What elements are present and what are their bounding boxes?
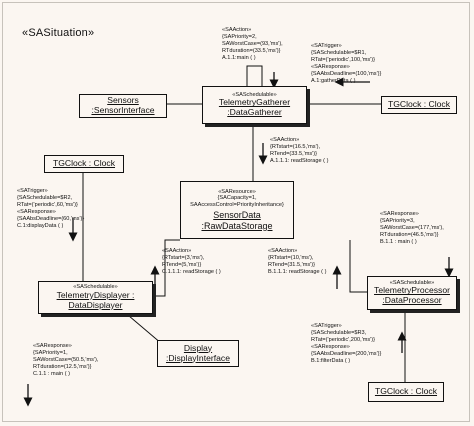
processor-type: :DataProcessor — [382, 295, 442, 306]
processor-name: TelemetryProcessor — [374, 285, 450, 296]
note-line: RTend=(5,'ms')} — [162, 262, 202, 268]
storage-type: :RawDataStorage — [201, 220, 273, 231]
tgclock-top-node[interactable]: TGClock : Clock — [381, 96, 457, 114]
note-line: A.1.1:main ( ) — [222, 55, 256, 61]
telemetry-gatherer-node[interactable]: «SASchedulable» TelemetryGatherer :DataG… — [202, 86, 307, 124]
processor-stereotype: «SASchedulable» — [389, 279, 435, 286]
telemetry-processor-node[interactable]: «SASchedulable» TelemetryProcessor :Data… — [367, 276, 457, 310]
note-line: «SAResponse» — [17, 209, 56, 215]
display-name: Display — [183, 342, 213, 353]
displayer-name: TelemetryDisplayer : — [56, 289, 135, 300]
display-type: :DisplayInterface — [165, 352, 230, 363]
sensors-name: Sensors — [107, 95, 139, 106]
note-line: {RTstart=(3,'ms'), — [162, 255, 205, 261]
note-line: {SASchedulable=$R3, — [311, 330, 367, 336]
gatherer-stereotype: «SASchedulable» — [232, 91, 277, 98]
displayer-stereotype: «SASchedulable» — [73, 284, 118, 291]
note-processor-trigger: «SATrigger» {SASchedulable=$R3, RTat=('p… — [311, 323, 381, 365]
tgclock-left-label: TGClock : Clock — [52, 158, 116, 169]
tgclock-bottom-node[interactable]: TGClock : Clock — [368, 382, 444, 402]
note-displayer-trigger: «SATrigger» {SASchedulable=$R2, RTat=('p… — [17, 188, 84, 230]
note-line: RTduration=(46.5,'ms')} — [380, 232, 439, 238]
note-store-action-right: «SAAction» {RTstart=(10,'ms'), RTend=(31… — [268, 248, 326, 276]
note-line: RTat=('periodic',60,'ms')} — [17, 202, 78, 208]
note-line: C.1.1 : main ( ) — [33, 371, 70, 377]
storage-stereotype: «SAResource» — [218, 189, 256, 196]
note-line: «SAAction» — [270, 137, 300, 143]
diagram-frame — [2, 2, 470, 422]
note-line: B.1.1 : main ( ) — [380, 239, 417, 245]
note-line: «SAResponse» — [33, 343, 72, 349]
note-line: «SAResponse» — [311, 64, 350, 70]
note-line: C.1.1.1: readStorage ( ) — [162, 269, 221, 275]
note-displayer-response: «SAResponse» {SAPriority=1, SAWorstCase=… — [33, 343, 98, 378]
note-line: «SATrigger» — [311, 43, 342, 49]
sensors-type: :SensorInterface — [91, 105, 155, 115]
note-line: {SASchedulable=$R2, — [17, 195, 73, 201]
note-line: RTduration=(33.5,'ms')} — [222, 48, 281, 54]
self-loop-gatherer — [246, 65, 263, 86]
note-line: «SAResponse» — [380, 211, 419, 217]
note-store-action-left: «SAAction» {RTstart=(3,'ms'), RTend=(5,'… — [162, 248, 221, 276]
note-line: {RTstart=(10,'ms'), — [268, 255, 314, 261]
note-line: SAWorstCase=(93,'ms'), — [222, 41, 283, 47]
note-line: «SAAction» — [268, 248, 298, 254]
note-line: «SAResponse» — [311, 344, 350, 350]
note-store-action-top: «SAAction» {RTstart=(16.5,'ms'), RTend=(… — [270, 137, 328, 165]
note-line: RTat=('periodic',200,'ms')} — [311, 337, 376, 343]
note-line: «SATrigger» — [311, 323, 342, 329]
note-line: RTduration=(12.5,'ms')} — [33, 364, 92, 370]
gatherer-type: :DataGatherer — [227, 107, 282, 118]
telemetry-displayer-node[interactable]: «SASchedulable» TelemetryDisplayer : Dat… — [38, 281, 153, 314]
note-line: SAWorstCase=(50.5,'ms'), — [33, 357, 99, 363]
note-line: RTat=('periodic',100,'ms')} — [311, 57, 376, 63]
tgclock-top-label: TGClock : Clock — [387, 99, 451, 110]
note-line: B.1.1.1: readStorage ( ) — [268, 269, 327, 275]
storage-attr-access: SAAccessControl=PriorityInheritance} — [190, 201, 284, 208]
tgclock-left-node[interactable]: TGClock : Clock — [44, 155, 124, 173]
note-line: {SAAbsDeadline=(60,'ms')} — [17, 216, 85, 222]
link-storage-processor — [349, 240, 367, 293]
tgclock-bottom-label: TGClock : Clock — [374, 386, 438, 397]
diagram-title: «SASituation» — [22, 27, 95, 39]
note-line: {SAPriority=2, — [222, 34, 257, 40]
note-line: «SAAction» — [222, 27, 252, 33]
note-line: {RTstart=(16.5,'ms'), — [270, 144, 321, 150]
note-line: {SASchedulable=$R1, — [311, 50, 367, 56]
note-gatherer-trigger: «SATrigger» {SASchedulable=$R1, RTat=('p… — [311, 43, 381, 85]
display-node[interactable]: Display :DisplayInterface — [157, 340, 239, 367]
sensor-data-storage-node[interactable]: «SAResource» {SACapacity=1, SAAccessCont… — [180, 181, 294, 239]
note-line: A.1:gatherData ( ) — [311, 78, 356, 84]
note-gatherer-action: «SAAction» {SAPriority=2, SAWorstCase=(9… — [222, 27, 283, 62]
note-line: B.1:filterData ( ) — [311, 358, 351, 364]
note-line: SAWorstCase=(177,'ms'), — [380, 225, 444, 231]
note-processor-response: «SAResponse» {SAPriority=3, SAWorstCase=… — [380, 211, 444, 246]
note-line: «SATrigger» — [17, 188, 48, 194]
note-line: {SAPriority=3, — [380, 218, 415, 224]
note-line: {SAPriority=1, — [33, 350, 68, 356]
note-line: A.1.1.1: readStorage ( ) — [270, 158, 329, 164]
note-line: «SAAction» — [162, 248, 192, 254]
storage-name: SensorData — [213, 210, 261, 221]
gatherer-name: TelemetryGatherer — [218, 97, 291, 108]
link-displayer-storage — [153, 239, 180, 297]
displayer-type: DataDisplayer — [68, 299, 123, 310]
storage-attr-capacity: {SACapacity=1, — [217, 195, 257, 202]
sensors-node[interactable]: Sensors :SensorInterface — [79, 94, 167, 118]
note-line: RTend=(33.5,'ms')} — [270, 151, 317, 157]
note-line: C.1:displayData ( ) — [17, 223, 64, 229]
note-line: {SAAbsDeadline=(100,'ms')} — [311, 71, 382, 77]
note-line: {SAAbsDeadline=(200,'ms')} — [311, 351, 382, 357]
note-line: RTend=(31.5,'ms')} — [268, 262, 315, 268]
